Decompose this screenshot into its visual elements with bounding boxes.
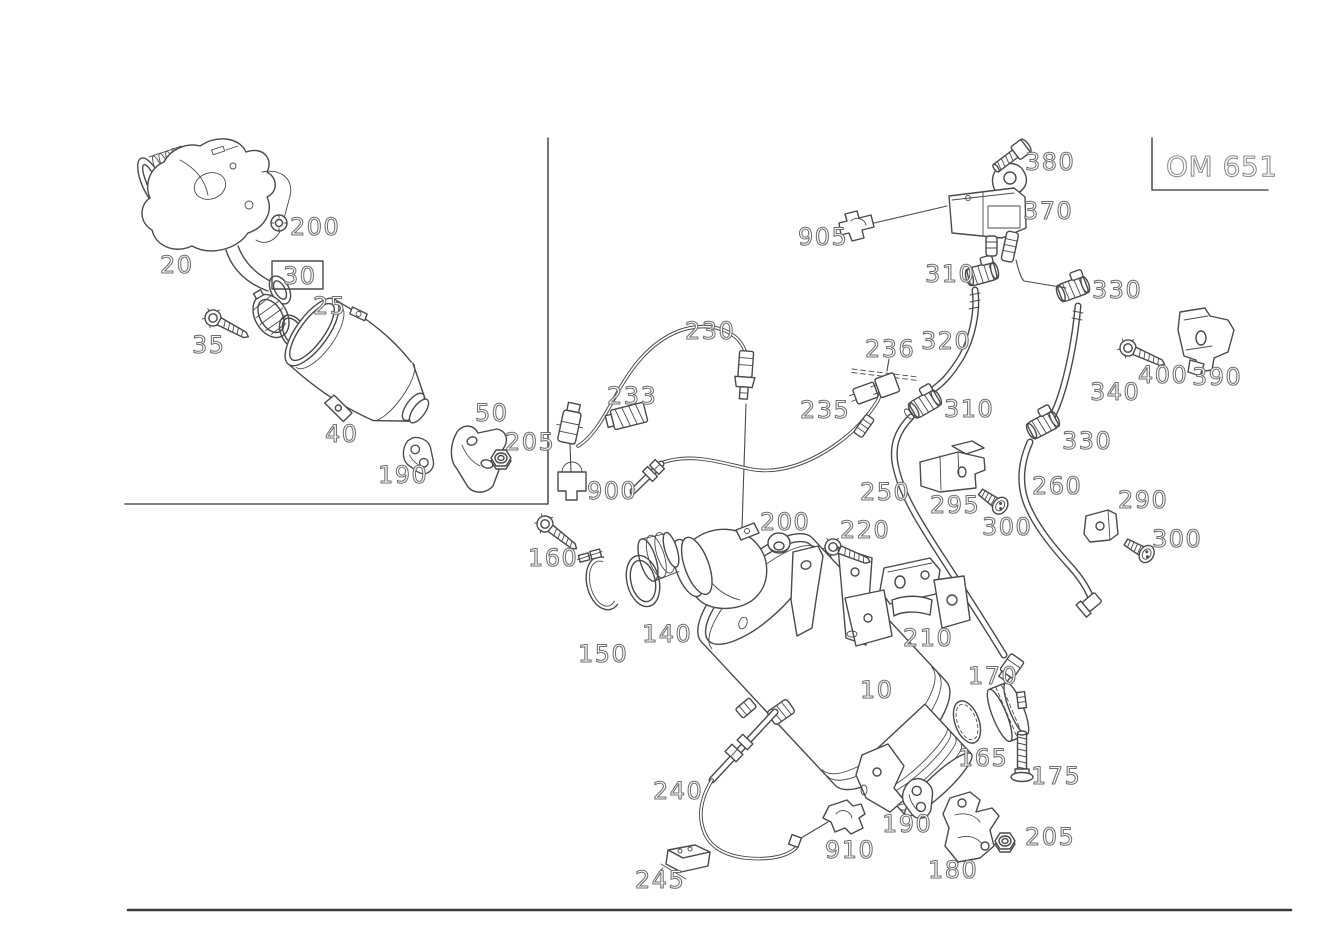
lambda-sensor-230-art (734, 350, 756, 400)
clamp-150-art (577, 548, 619, 611)
part-label-236[interactable]: 236 (864, 334, 915, 363)
part-label-330-lower[interactable]: 330 (1061, 426, 1112, 455)
engine-code-label: OM 651 (1166, 150, 1278, 183)
part-label-260[interactable]: 260 (1031, 471, 1082, 500)
part-label-290[interactable]: 290 (1117, 485, 1168, 514)
part-label-400[interactable]: 400 (1137, 360, 1188, 389)
bolt-380-art (992, 138, 1032, 173)
part-label-160[interactable]: 160 (527, 543, 578, 572)
part-label-190-inset[interactable]: 190 (377, 460, 428, 489)
part-label-50[interactable]: 50 (474, 398, 509, 427)
pressure-sensor-370-art (948, 162, 1028, 263)
part-label-165[interactable]: 165 (957, 743, 1008, 772)
part-label-220[interactable]: 220 (839, 515, 890, 544)
grommet-200-art (767, 532, 791, 554)
part-label-210[interactable]: 210 (902, 623, 953, 652)
connectors-235-art (849, 372, 901, 405)
engine-code-frame (1151, 137, 1269, 191)
part-label-910[interactable]: 910 (824, 835, 875, 864)
bracket-905-art (838, 210, 875, 242)
part-label-330-upper[interactable]: 330 (1091, 275, 1142, 304)
cable-clip-235-art (853, 414, 875, 438)
bracket-180-art (942, 791, 1000, 863)
highlight-box-part-30 (271, 260, 324, 290)
bracket-245-art (658, 844, 711, 880)
part-label-295[interactable]: 295 (929, 490, 980, 519)
bracket-390-art (1177, 307, 1235, 377)
part-label-300-right[interactable]: 300 (1151, 524, 1202, 553)
part-label-25[interactable]: 25 (312, 291, 347, 320)
pipe-250-fitting-art (998, 653, 1025, 683)
part-label-180[interactable]: 180 (927, 855, 978, 884)
main-exhaust-art (531, 138, 1235, 880)
nut-205-art (994, 832, 1016, 853)
ring-140-art (625, 554, 661, 608)
part-label-200-inset[interactable]: 200 (289, 212, 340, 241)
part-label-245[interactable]: 245 (634, 865, 685, 894)
connector-230-art (556, 401, 583, 445)
part-label-170[interactable]: 170 (967, 661, 1018, 690)
hose-260-fitting-art (1075, 592, 1102, 618)
part-label-235[interactable]: 235 (799, 395, 850, 424)
bracket-900-art (557, 471, 587, 501)
part-label-905[interactable]: 905 (797, 222, 848, 251)
connector-910-art (822, 799, 866, 835)
inset-grommet-art (270, 214, 288, 232)
part-label-900[interactable]: 900 (586, 476, 637, 505)
part-labels: 20 200 30 25 35 40 50 190 205 380 370 90… (159, 147, 1242, 894)
part-label-205-main[interactable]: 205 (1024, 822, 1075, 851)
part-label-370[interactable]: 370 (1022, 196, 1073, 225)
bracket-290-art (1083, 509, 1119, 543)
bracket-210-art (844, 557, 971, 647)
part-label-300-left[interactable]: 300 (981, 512, 1032, 541)
part-label-20[interactable]: 20 (159, 250, 194, 279)
part-label-40[interactable]: 40 (324, 419, 359, 448)
part-label-30-highlighted[interactable]: 30 (282, 261, 317, 290)
part-label-230[interactable]: 230 (684, 316, 735, 345)
clamp-170-art (986, 681, 1030, 743)
part-label-35[interactable]: 35 (191, 330, 226, 359)
part-label-310-upper[interactable]: 310 (924, 259, 975, 288)
bolt-175-art (1010, 730, 1034, 783)
part-label-190-main[interactable]: 190 (881, 809, 932, 838)
inset-frame (124, 137, 549, 505)
part-label-380[interactable]: 380 (1024, 147, 1075, 176)
part-label-150[interactable]: 150 (577, 639, 628, 668)
part-label-340[interactable]: 340 (1089, 377, 1140, 406)
part-label-200-main[interactable]: 200 (759, 507, 810, 536)
bracket-295-art (919, 440, 986, 493)
part-label-390[interactable]: 390 (1191, 362, 1242, 391)
part-label-240[interactable]: 240 (652, 776, 703, 805)
part-label-320[interactable]: 320 (920, 326, 971, 355)
connector-233-art (604, 401, 649, 431)
part-label-10[interactable]: 10 (859, 675, 894, 704)
part-label-233[interactable]: 233 (606, 381, 657, 410)
clamp-330-upper-art (1051, 267, 1093, 304)
part-label-250[interactable]: 250 (859, 477, 910, 506)
cable-tie-art (851, 368, 919, 381)
part-label-310-lower[interactable]: 310 (943, 394, 994, 423)
ring-165-art (952, 700, 982, 744)
part-label-205-inset[interactable]: 205 (504, 427, 555, 456)
part-label-175[interactable]: 175 (1030, 761, 1081, 790)
part-label-140[interactable]: 140 (641, 619, 692, 648)
inset-turbo-catalyst-art (137, 138, 512, 493)
